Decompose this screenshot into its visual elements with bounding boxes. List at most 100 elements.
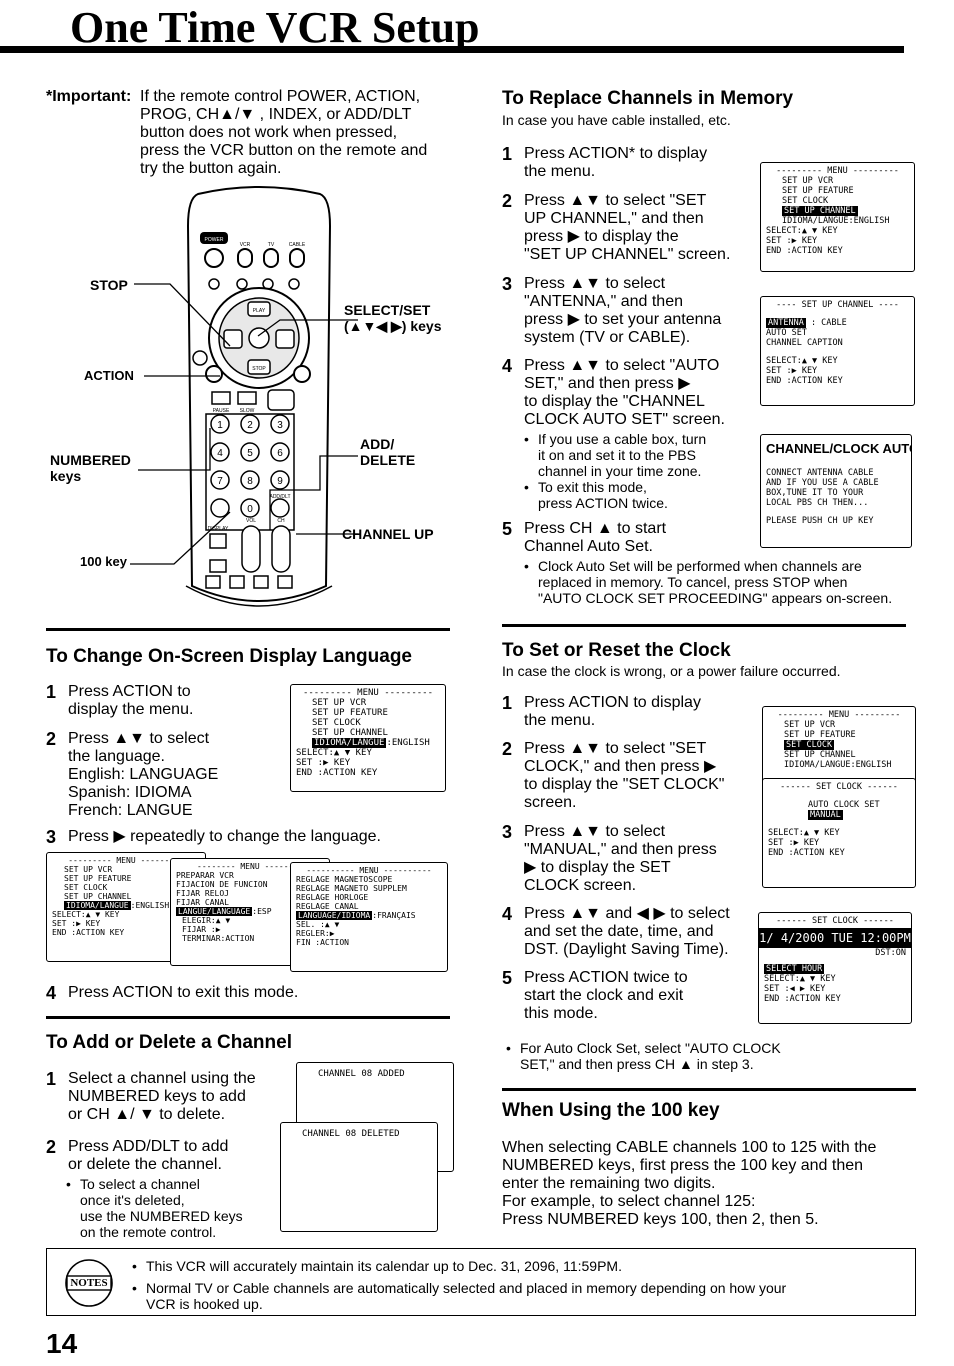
screen-line: SET UP VCR — [784, 720, 836, 730]
step-number: 2 — [502, 739, 513, 759]
clock-section-subtitle: In case the clock is wrong, or a power f… — [502, 663, 841, 679]
hundred-section-rule — [502, 1088, 916, 1091]
screen-line: CHANNEL 08 DELETED — [302, 1129, 400, 1139]
lang-step-3: 3 Press ▶ repeatedly to change the langu… — [46, 828, 450, 846]
step-number: 1 — [46, 682, 57, 702]
screen-footer: SELECT:▲ ▼ KEY — [52, 910, 120, 919]
screen-highlight: LANGUAGE/IDIOMA — [296, 911, 373, 920]
screen-line: SET UP CHANNEL — [312, 728, 388, 738]
label-add-delete: ADD/ DELETE — [360, 436, 416, 468]
channel-clock-auto-set-screen: CHANNEL/CLOCK AUTO SET CONNECT ANTENNA C… — [760, 434, 912, 548]
screen-footer: END :ACTION KEY — [52, 928, 125, 937]
screen-footer: SELECT:▲ ▼ KEY — [296, 748, 372, 758]
screen-line: REGLAGE MAGNETO SUPPLEM — [296, 884, 407, 893]
lang-section-rule — [46, 628, 450, 631]
screen-line: PREPARAR VCR — [176, 871, 234, 880]
screen-line: LOCAL PBS CH THEN... — [766, 498, 869, 508]
screen-line: FIJAR RELOJ — [176, 889, 229, 898]
important-label: *Important: — [46, 88, 132, 105]
digit-6: 6 — [277, 448, 283, 459]
step-text: Press ADD/DLT to add or delete the chann… — [68, 1138, 229, 1173]
screen-footer: END :ACTION KEY — [768, 848, 845, 858]
step-number: 3 — [502, 274, 513, 294]
screen-footer: SELECT:▲ ▼ KEY — [768, 828, 840, 838]
screen-footer: FIN :ACTION — [296, 938, 349, 947]
screen-footer: SET :▶ KEY — [766, 366, 818, 376]
screen-header: --------- MENU --------- — [777, 710, 901, 720]
screen-highlight-suffix: :ESP — [252, 907, 272, 916]
screen-line: FIJACION DE FUNCION — [176, 880, 268, 889]
screen-footer: SET :◀ ▶ KEY — [764, 984, 826, 994]
replace-section-subtitle: In case you have cable installed, etc. — [502, 112, 731, 128]
step-text: Press ACTION to display the menu. — [524, 694, 701, 729]
label-100-key: 100 key — [80, 554, 127, 569]
remote-stop-text: STOP — [252, 366, 266, 372]
screen-line: SET UP CHANNEL — [784, 750, 856, 760]
clock-step-2: 2 Press ▲▼ to select "SET CLOCK," and th… — [502, 740, 752, 812]
step-text: Select a channel using the NUMBERED keys… — [68, 1070, 256, 1123]
screen-highlight: MANUAL — [808, 810, 843, 820]
note-channels: Normal TV or Cable channels are automati… — [132, 1280, 902, 1312]
screen-header: ---------- MENU ---------- — [306, 866, 432, 875]
step-text: Press ▲▼ to select "AUTO SET," and then … — [524, 357, 725, 428]
step-number: 1 — [502, 693, 513, 713]
screen-header: --------- MENU --------- — [68, 856, 184, 865]
screen-line: REGLAGE CANAL — [296, 902, 359, 911]
step-number: 4 — [502, 356, 513, 376]
hundred-section-text: When selecting CABLE channels 100 to 125… — [502, 1139, 877, 1228]
screen-line: AND IF YOU USE A CABLE — [766, 478, 879, 488]
auto-set-title: CHANNEL/CLOCK AUTO SET — [766, 441, 911, 456]
screen-footer: ELEGIR:▲ ▼ — [182, 916, 231, 925]
digit-2: 2 — [247, 420, 253, 431]
clock-dst: DST:ON — [875, 948, 906, 958]
screen-footer: END :ACTION KEY — [766, 246, 843, 256]
notes-box — [46, 1248, 916, 1316]
clock-step-3: 3 Press ▲▼ to select "MANUAL," and then … — [502, 823, 752, 895]
lang-section-title: To Change On-Screen Display Language — [46, 646, 412, 667]
screen-highlight: IDIOMA/LANGUE — [64, 901, 131, 910]
screen-highlight: SELECT HOUR — [764, 964, 825, 974]
screen-line: CONNECT ANTENNA CABLE — [766, 468, 874, 478]
step-number: 5 — [502, 968, 513, 988]
screen-line: SET UP FEATURE — [312, 708, 388, 718]
screen-footer: FIJAR :▶ — [182, 925, 221, 934]
clock-time-screen: ------ SET CLOCK ------ 1/ 4/2000 TUE 12… — [758, 912, 912, 1024]
step-text: Press ▲▼ to select "SET CLOCK," and then… — [524, 740, 725, 811]
screen-highlight: SET CLOCK — [784, 740, 835, 750]
clock-bullet-auto: For Auto Clock Set, select "AUTO CLOCK S… — [506, 1040, 886, 1072]
lang-step-2: 2 Press ▲▼ to select the language. Engli… — [46, 730, 286, 820]
step-text: Press ▲▼ to select "ANTENNA," and then p… — [524, 275, 722, 346]
step-text: Press ACTION to display the menu. — [68, 683, 194, 718]
step-number: 3 — [46, 827, 57, 847]
screen-line: SET CLOCK — [312, 718, 361, 728]
screen-highlight-suffix: :ENGLISH — [386, 738, 430, 748]
screen-line: SET CLOCK — [782, 196, 829, 206]
screen-footer: END :ACTION KEY — [764, 994, 841, 1004]
step-number: 5 — [502, 519, 513, 539]
page-number: 14 — [46, 1328, 78, 1359]
screen-footer: SET :▶ KEY — [766, 236, 818, 246]
screen-footer: REGLER:▶ — [296, 929, 335, 938]
important-text: If the remote control POWER, ACTION, PRO… — [140, 88, 428, 177]
step-number: 2 — [502, 191, 513, 211]
remote-play-text: PLAY — [253, 308, 266, 314]
screen-header: ------ SET CLOCK ------ — [780, 782, 898, 792]
menu-screen-french: ---------- MENU ---------- REGLAGE MAGNE… — [290, 862, 448, 972]
remote-pause-text: PAUSE — [213, 408, 230, 414]
step-text: Press ACTION twice to start the clock an… — [524, 969, 688, 1022]
replace-step-3: 3 Press ▲▼ to select "ANTENNA," and then… — [502, 275, 752, 347]
clock-section-rule — [502, 624, 906, 627]
step-number: 2 — [46, 1137, 57, 1157]
add-section-title: To Add or Delete a Channel — [46, 1032, 292, 1053]
step-text: Press ACTION* to display the menu. — [524, 145, 708, 180]
menu-screen-english: --------- MENU --------- SET UP VCR SET … — [290, 684, 446, 792]
screen-footer: SET :▶ KEY — [296, 758, 351, 768]
step-number: 2 — [46, 729, 57, 749]
hundred-section-title: When Using the 100 key — [502, 1100, 720, 1121]
step-number: 3 — [502, 822, 513, 842]
screen-line: SET UP FEATURE — [782, 186, 854, 196]
screen-header: --------- MENU --------- — [776, 166, 899, 176]
set-clock-screen: ------ SET CLOCK ------ AUTO CLOCK SET M… — [762, 778, 916, 888]
lang-step-4: 4 Press ACTION to exit this mode. — [46, 984, 450, 1002]
digit-3: 3 — [277, 420, 283, 431]
